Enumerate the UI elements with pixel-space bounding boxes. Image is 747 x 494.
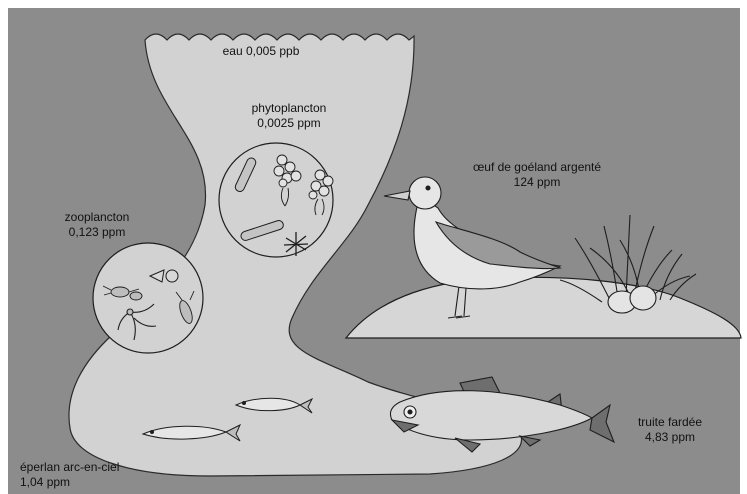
phytoplankton-name: phytoplancton	[234, 101, 344, 116]
phytoplankton-label: phytoplancton 0,0025 ppm	[234, 101, 344, 131]
smelt-label: éperlan arc-en-ciel 1,04 ppm	[20, 460, 170, 490]
zooplankton-value: 0,123 ppm	[42, 225, 152, 240]
zooplankton-label: zooplancton 0,123 ppm	[42, 210, 152, 240]
gull-egg-value: 124 ppm	[462, 175, 612, 190]
gull-egg-name: œuf de goéland argenté	[462, 160, 612, 175]
water-label: eau 0,005 ppb	[202, 44, 320, 59]
zooplankton-name: zooplancton	[42, 210, 152, 225]
zooplankton-bubble	[93, 243, 203, 353]
smelt-name: éperlan arc-en-ciel	[20, 460, 170, 475]
gull-egg-label: œuf de goéland argenté 124 ppm	[462, 160, 612, 190]
phytoplankton-bubble	[219, 143, 333, 257]
trout-name: truite fardée	[622, 415, 718, 430]
trout-label: truite fardée 4,83 ppm	[622, 415, 718, 445]
phytoplankton-value: 0,0025 ppm	[234, 116, 344, 131]
trout-value: 4,83 ppm	[622, 430, 718, 445]
smelt-value: 1,04 ppm	[20, 475, 170, 490]
